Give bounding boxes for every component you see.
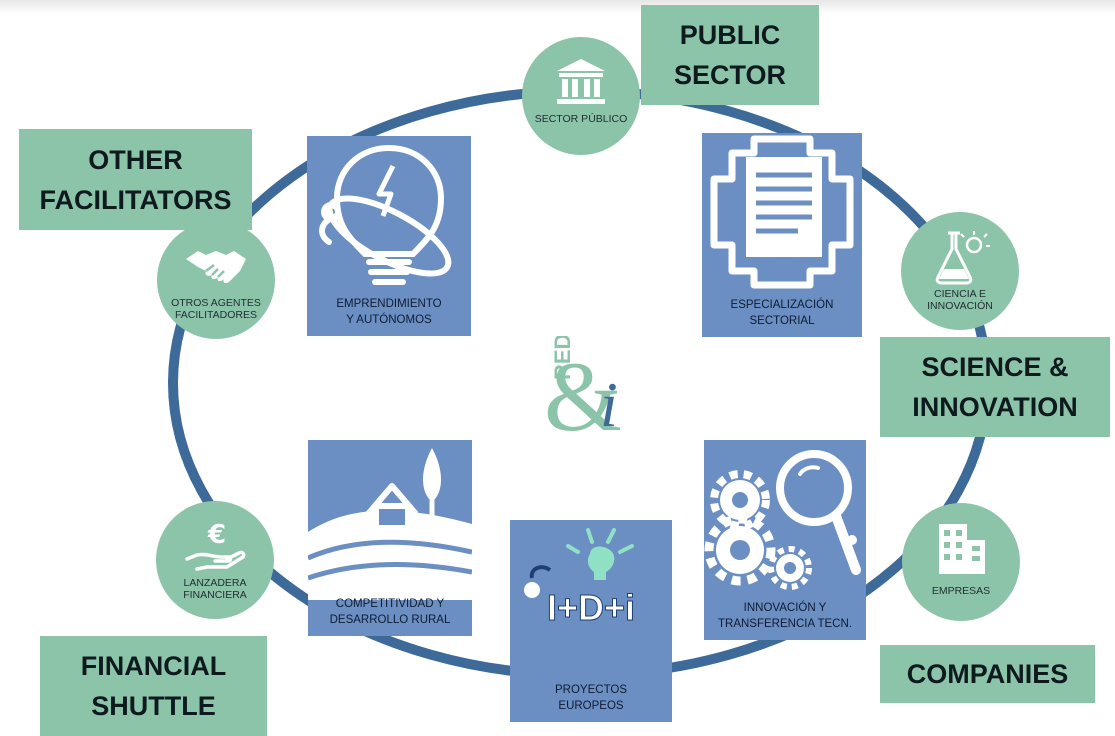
idi-icon: I+D+i [524, 528, 636, 629]
lightbulb-icon [319, 144, 452, 285]
node-label: SECTOR PÚBLICO [534, 113, 628, 125]
tile-emprendimiento[interactable]: EMPRENDIMIENTO Y AUTÓNOMOS [307, 136, 471, 336]
tag-line-1: PUBLIC [679, 20, 781, 50]
caption-line-1: EMPRENDIMIENTO [336, 298, 442, 310]
logo-red-text: RED [550, 336, 575, 380]
gears-magnifier-icon [704, 450, 861, 590]
node-otros-agentes[interactable]: OTROS AGENTES FACILITADORES [157, 221, 275, 339]
tile-competitividad[interactable]: COMPETITIVIDAD Y DESARROLLO RURAL [308, 440, 472, 636]
top-shade [0, 0, 1115, 14]
caption-line-1: PROYECTOS [555, 684, 627, 696]
tile-proyectos-caption: PROYECTOS EUROPEOS [510, 682, 672, 714]
red-i-logo: RED & i [544, 336, 622, 436]
tag-line-1: OTHER [88, 144, 183, 175]
gear-document-icon [710, 135, 854, 289]
handshake-icon [184, 239, 248, 293]
flask-bulb-icon [928, 230, 992, 285]
node-label: EMPRESAS [931, 585, 991, 597]
caption-line-1: COMPETITIVIDAD Y [335, 598, 445, 610]
node-label: OTROS AGENTES FACILITADORES [171, 297, 261, 321]
caption-line-2: TRANSFERENCIA TECN. [718, 618, 852, 630]
tag-line-1: FINANCIAL [80, 651, 227, 681]
node-empresas[interactable]: EMPRESAS [902, 503, 1020, 621]
tag-line-2: INNOVATION [912, 392, 1078, 422]
tile-innovacion-caption: INNOVACIÓN Y TRANSFERENCIA TECN. [704, 600, 866, 632]
tile-especializacion[interactable]: ESPECIALIZACIÓN SECTORIAL [702, 133, 862, 337]
svg-text:€: € [207, 520, 226, 550]
node-label: LANZADERA FINANCIERA [183, 577, 247, 601]
node-lanzadera-financiera[interactable]: € LANZADERA FINANCIERA [156, 501, 274, 619]
euro-hand-icon: € [183, 519, 247, 573]
logo-ampersand: & [544, 341, 622, 436]
idi-text: I+D+i [547, 587, 635, 628]
tile-competitividad-caption: COMPETITIVIDAD Y DESARROLLO RURAL [308, 596, 472, 628]
tag-line-1: COMPANIES [906, 659, 1069, 689]
caption-line-2: Y AUTÓNOMOS [346, 314, 432, 326]
node-ciencia-innovacion[interactable]: CIENCIA E INNOVACIÓN [901, 212, 1019, 330]
caption-line-1: ESPECIALIZACIÓN [730, 299, 834, 311]
node-sector-publico[interactable]: SECTOR PÚBLICO [522, 37, 640, 155]
caption-line-2: EUROPEOS [558, 700, 624, 712]
tile-emprendimiento-caption: EMPRENDIMIENTO Y AUTÓNOMOS [307, 296, 471, 328]
tag-line-2: SECTOR [673, 60, 787, 90]
tag-line-2: FACILITATORS [39, 184, 232, 215]
tag-financial-shuttle: FINANCIAL SHUTTLE [40, 636, 267, 736]
tile-proyectos[interactable]: I+D+i PROYECTOS EUROPEOS [510, 520, 672, 722]
tag-line-1: SCIENCE & [921, 352, 1069, 382]
caption-line-1: INNOVACIÓN Y [743, 602, 827, 614]
rural-landscape-icon [308, 448, 472, 600]
office-building-icon [929, 521, 993, 575]
tile-innovacion[interactable]: INNOVACIÓN Y TRANSFERENCIA TECN. [704, 440, 866, 640]
node-label: CIENCIA E INNOVACIÓN [927, 288, 993, 312]
caption-line-2: SECTORIAL [749, 315, 815, 327]
tile-especializacion-caption: ESPECIALIZACIÓN SECTORIAL [702, 297, 862, 329]
tag-companies: COMPANIES [880, 645, 1095, 703]
building-columns-icon [549, 55, 613, 109]
tag-line-2: SHUTTLE [91, 691, 216, 721]
tag-other-facilitators: OTHER FACILITATORS [19, 129, 252, 230]
logo-i: i [600, 369, 618, 436]
tag-public-sector: PUBLIC SECTOR [641, 5, 819, 105]
tag-science-innovation: SCIENCE & INNOVATION [880, 337, 1110, 437]
caption-line-2: DESARROLLO RURAL [329, 614, 451, 626]
